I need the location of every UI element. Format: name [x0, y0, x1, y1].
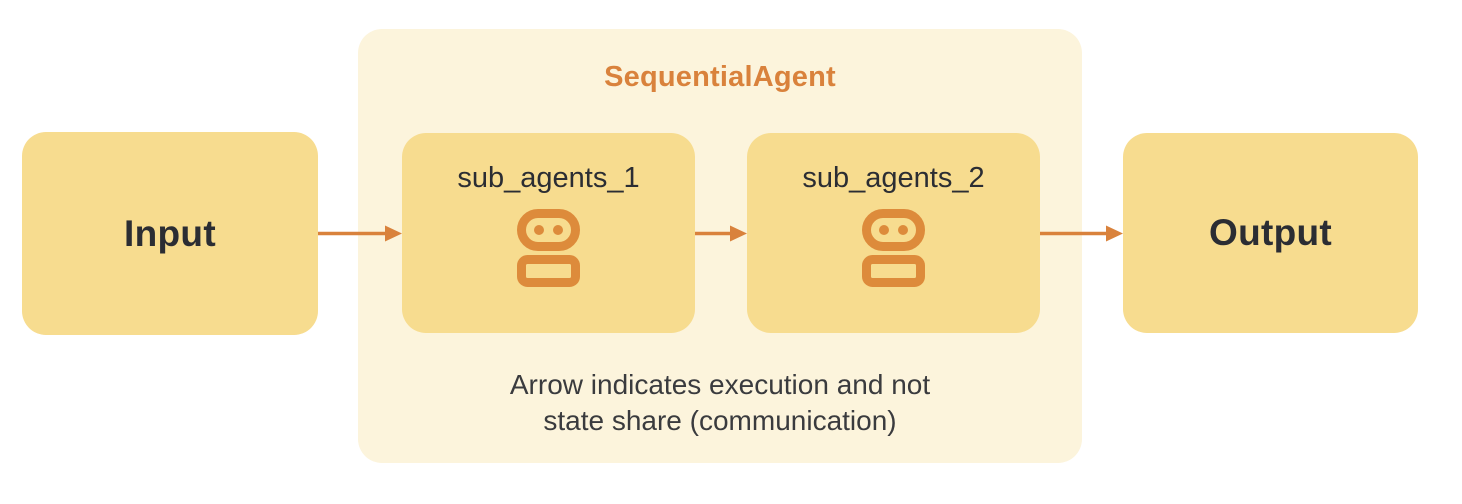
robot-icon — [517, 209, 580, 287]
robot-icon — [862, 209, 925, 287]
arrow-caption-line-1: Arrow indicates execution and not — [509, 369, 931, 400]
input-node: Input — [22, 132, 318, 335]
arrow-caption: Arrow indicates execution and not state … — [358, 367, 1082, 439]
sub-agent-2-label: sub_agents_2 — [802, 162, 985, 194]
sub-agent-2-node: sub_agents_2 — [747, 133, 1040, 333]
sub-agent-1-node: sub_agents_1 — [402, 133, 695, 333]
input-node-label: Input — [124, 212, 216, 254]
sub-agent-1-label: sub_agents_1 — [457, 162, 640, 194]
output-node: Output — [1123, 133, 1418, 333]
arrow-caption-line-2: state share (communication) — [543, 405, 897, 436]
sequential-agent-title: SequentialAgent — [604, 61, 836, 93]
output-node-label: Output — [1208, 212, 1333, 253]
